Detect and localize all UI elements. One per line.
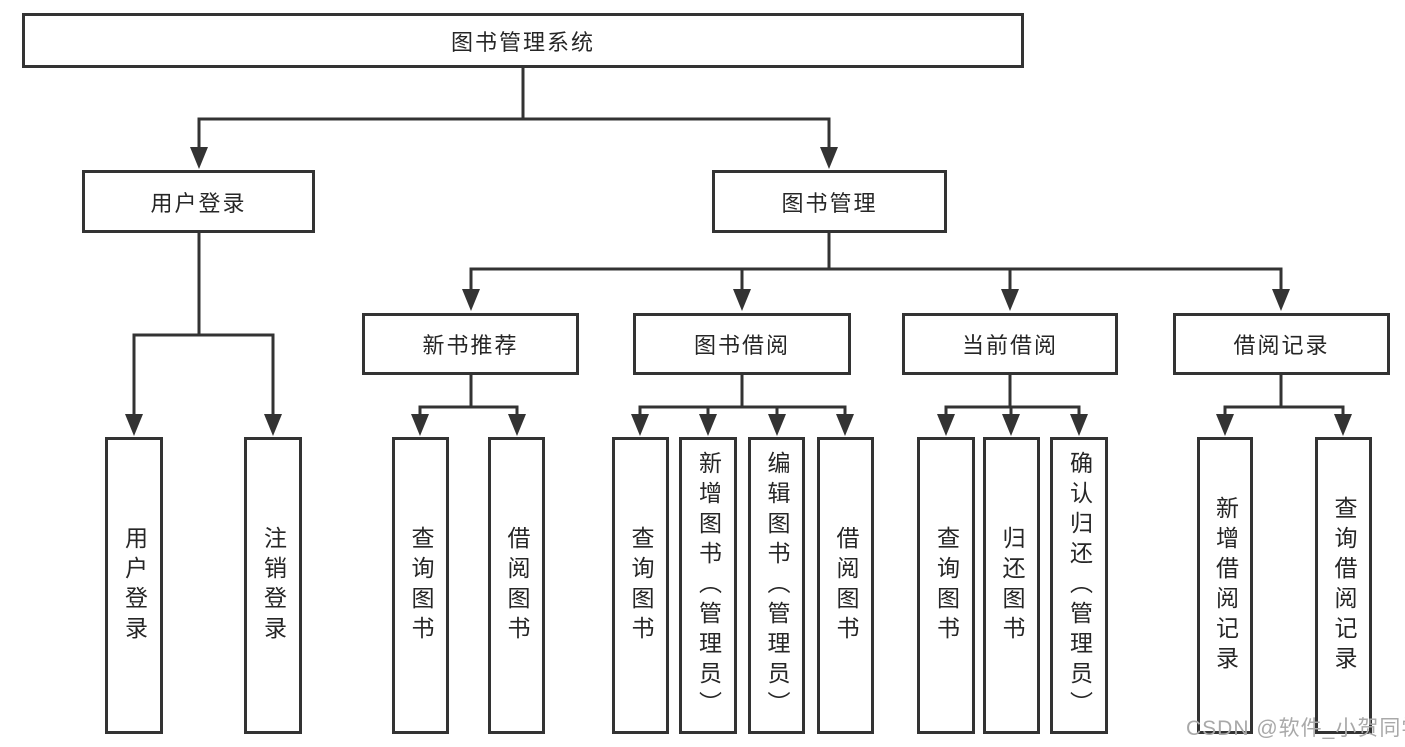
node-borrow-add-book: 新增图书（管理员） xyxy=(679,437,737,734)
connector-book-borrow-children xyxy=(631,373,854,436)
node-user-login-label: 用户登录 xyxy=(150,190,247,216)
node-record-add-label: 新增借阅记录 xyxy=(1212,495,1239,676)
arrowhead-icon xyxy=(1002,414,1020,436)
node-recommend-query-book-label: 查询图书 xyxy=(408,525,434,646)
csdn-watermark: CSDN @软件_小贺同学 xyxy=(1186,717,1405,740)
node-root: 图书管理系统 xyxy=(22,13,1024,68)
node-login-label: 用户登录 xyxy=(121,525,148,646)
node-record-query-label: 查询借阅记录 xyxy=(1331,495,1357,676)
connector-new-book-recommend-children xyxy=(411,373,526,436)
node-logout-label: 注销登录 xyxy=(260,525,287,646)
node-book-borrow-label: 图书借阅 xyxy=(693,333,790,358)
connector-current-borrow-children xyxy=(937,373,1088,436)
connector-user-login-children xyxy=(125,231,282,436)
node-new-book-recommend-label: 新书推荐 xyxy=(422,333,519,358)
node-book-management-label: 图书管理 xyxy=(781,190,878,216)
arrowhead-icon xyxy=(264,414,282,436)
node-recommend-query-book: 查询图书 xyxy=(392,437,449,734)
node-root-label: 图书管理系统 xyxy=(450,29,595,55)
node-record-add: 新增借阅记录 xyxy=(1197,437,1253,734)
node-logout: 注销登录 xyxy=(244,437,302,734)
arrowhead-icon xyxy=(1216,414,1234,436)
node-book-management: 图书管理 xyxy=(712,170,947,233)
node-new-book-recommend: 新书推荐 xyxy=(362,313,579,375)
arrowhead-icon xyxy=(125,414,143,436)
node-borrow-borrow-book: 借阅图书 xyxy=(817,437,874,734)
arrowhead-icon xyxy=(768,414,786,436)
arrowhead-icon xyxy=(1070,414,1088,436)
arrowhead-icon xyxy=(190,147,208,169)
node-current-borrow: 当前借阅 xyxy=(902,313,1118,375)
node-borrow-records: 借阅记录 xyxy=(1173,313,1390,375)
node-current-return-book-label: 归还图书 xyxy=(999,525,1025,646)
node-current-borrow-label: 当前借阅 xyxy=(961,333,1058,358)
node-borrow-query-book-label: 查询图书 xyxy=(628,525,654,646)
arrowhead-icon xyxy=(820,147,838,169)
arrowhead-icon xyxy=(631,414,649,436)
arrowhead-icon xyxy=(937,414,955,436)
node-borrow-add-book-label: 新增图书（管理员） xyxy=(695,450,722,721)
arrowhead-icon xyxy=(1272,289,1290,311)
node-current-query-book: 查询图书 xyxy=(917,437,975,734)
connector-borrow-records-children xyxy=(1216,373,1352,436)
arrowhead-icon xyxy=(462,289,480,311)
node-borrow-edit-book-label: 编辑图书（管理员） xyxy=(764,450,790,721)
node-current-confirm-return-label: 确认归还（管理员） xyxy=(1066,450,1093,721)
node-user-login: 用户登录 xyxy=(82,170,315,233)
arrowhead-icon xyxy=(699,414,717,436)
node-borrow-edit-book: 编辑图书（管理员） xyxy=(748,437,805,734)
node-borrow-query-book: 查询图书 xyxy=(612,437,669,734)
node-current-return-book: 归还图书 xyxy=(983,437,1040,734)
node-recommend-borrow-book: 借阅图书 xyxy=(488,437,545,734)
node-book-borrow: 图书借阅 xyxy=(633,313,851,375)
node-borrow-records-label: 借阅记录 xyxy=(1233,333,1330,358)
arrowhead-icon xyxy=(411,414,429,436)
node-record-query: 查询借阅记录 xyxy=(1315,437,1372,734)
node-current-query-book-label: 查询图书 xyxy=(933,525,960,646)
arrowhead-icon xyxy=(733,289,751,311)
node-recommend-borrow-book-label: 借阅图书 xyxy=(504,525,530,646)
arrowhead-icon xyxy=(508,414,526,436)
node-borrow-borrow-book-label: 借阅图书 xyxy=(833,525,859,646)
connector-book-management-children xyxy=(462,231,1290,311)
arrowhead-icon xyxy=(836,414,854,436)
node-current-confirm-return: 确认归还（管理员） xyxy=(1050,437,1108,734)
connector-root-to-level2 xyxy=(190,66,838,169)
node-login: 用户登录 xyxy=(105,437,163,734)
arrowhead-icon xyxy=(1334,414,1352,436)
arrowhead-icon xyxy=(1001,289,1019,311)
